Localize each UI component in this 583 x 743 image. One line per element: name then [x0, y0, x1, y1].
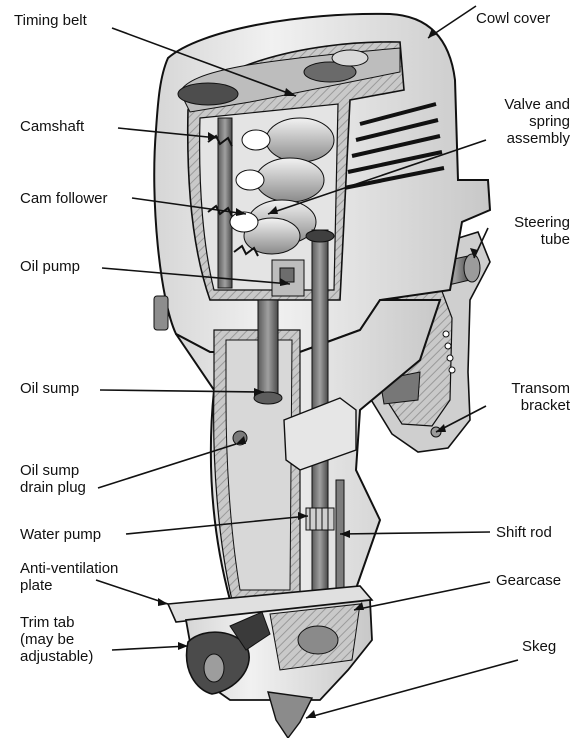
label-oil-sump-drain-plug: Oil sump drain plug	[20, 462, 86, 496]
label-steering-tube-line-2: tube	[540, 231, 570, 248]
midsection-housing	[175, 229, 442, 641]
label-gearcase: Gearcase	[496, 572, 562, 589]
leader-anti-ventilation-plate	[95, 579, 169, 605]
label-timing-belt: Timing belt	[14, 12, 87, 29]
label-anti-ventilation-plate: Anti-ventilation plate	[20, 560, 118, 594]
leader-gearcase	[353, 581, 491, 611]
label-transom-bracket-line-2: bracket	[520, 397, 570, 414]
label-skeg: Skeg	[522, 638, 557, 655]
leader-valve-spring	[267, 139, 487, 215]
leader-shift-rod	[339, 531, 491, 535]
skeg-part	[267, 691, 314, 740]
label-anti-ventilation-line-2: plate	[20, 577, 53, 594]
label-anti-ventilation-line-1: Anti-ventilation	[20, 560, 119, 577]
anti-ventilation-plate-part	[166, 585, 374, 623]
leader-drain-plug	[97, 443, 237, 489]
leader-timing-belt	[111, 27, 297, 97]
leader-oil-sump	[99, 389, 265, 393]
water-pump-part	[305, 507, 335, 531]
leader-skeg	[305, 659, 519, 719]
label-valve-spring-line-2: spring	[529, 113, 570, 130]
label-drain-plug-line-2: drain plug	[20, 479, 86, 496]
label-valve-spring-line-3: assembly	[506, 130, 570, 147]
label-camshaft: Camshaft	[20, 118, 85, 135]
label-valve-spring-assembly: Valve and spring assembly	[486, 96, 570, 147]
engine-cutaway	[177, 41, 405, 301]
leader-lines	[95, 5, 519, 719]
label-trim-tab-line-1: Trim tab	[20, 614, 75, 631]
leader-arrowheads	[158, 28, 478, 718]
label-steering-tube: Steering tube	[490, 214, 570, 248]
label-water-pump: Water pump	[20, 526, 102, 543]
leader-cam-follower	[131, 197, 247, 215]
label-shift-rod: Shift rod	[496, 524, 552, 541]
label-cam-follower: Cam follower	[20, 190, 108, 207]
leader-camshaft	[117, 127, 219, 139]
oil-pump-part	[271, 259, 305, 297]
label-steering-tube-line-1: Steering	[514, 214, 570, 231]
label-oil-pump: Oil pump	[20, 258, 81, 275]
label-trim-tab-line-3: adjustable)	[20, 648, 94, 665]
leader-trim-tab	[111, 645, 189, 651]
label-valve-spring-line-1: Valve and	[504, 96, 570, 113]
leader-oil-pump	[101, 267, 291, 285]
propeller-part	[185, 611, 271, 695]
label-transom-bracket: Transom bracket	[486, 380, 570, 414]
label-drain-plug-line-1: Oil sump	[20, 462, 80, 479]
label-oil-sump: Oil sump	[20, 380, 80, 397]
label-cowl-cover: Cowl cover	[476, 10, 551, 27]
leader-water-pump	[125, 515, 309, 535]
valve-spring-part	[229, 117, 335, 255]
label-transom-bracket-line-1: Transom	[511, 380, 570, 397]
label-trim-tab-line-2: (may be	[20, 631, 75, 648]
label-trim-tab: Trim tab (may be adjustable)	[20, 614, 93, 665]
